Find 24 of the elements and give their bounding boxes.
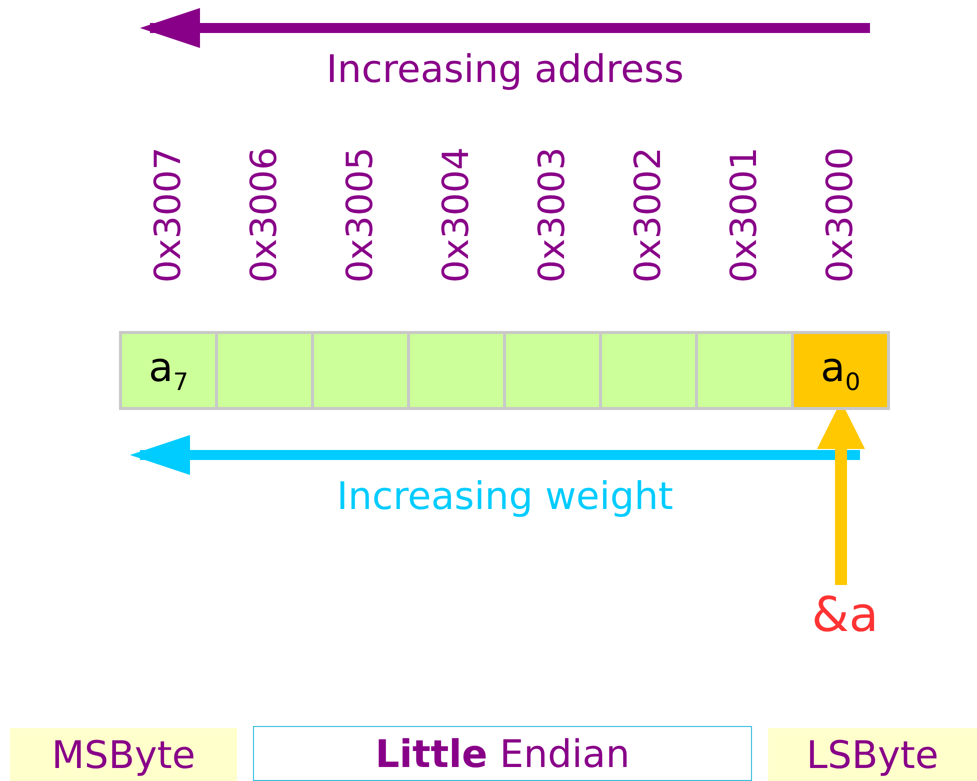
memory-cell bbox=[791, 331, 890, 410]
memory-cell bbox=[119, 331, 218, 410]
title-band: Little Endian bbox=[253, 726, 752, 781]
memory-cell bbox=[695, 331, 794, 410]
address-label: 0x3000 bbox=[821, 146, 861, 285]
address-label: 0x3003 bbox=[533, 146, 573, 285]
address-label: 0x3001 bbox=[725, 146, 765, 285]
byte-label: MSByte bbox=[10, 728, 237, 781]
direction-label: Increasing address bbox=[325, 46, 685, 93]
memory-cell bbox=[311, 331, 410, 410]
variable-label: a$_{7}$ bbox=[148, 345, 188, 396]
pointer-label: &a bbox=[800, 585, 890, 645]
address-label: 0x3004 bbox=[437, 146, 477, 285]
address-label: 0x3005 bbox=[341, 146, 381, 285]
address-label: 0x3007 bbox=[149, 146, 189, 285]
memory-cell bbox=[407, 331, 506, 410]
variable-label: a$_{0}$ bbox=[820, 345, 860, 396]
memory-cell bbox=[599, 331, 698, 410]
memory-cell bbox=[215, 331, 314, 410]
byte-label: LSByte bbox=[768, 728, 977, 781]
address-label: 0x3006 bbox=[245, 146, 285, 285]
memory-cell bbox=[503, 331, 602, 410]
address-label: 0x3002 bbox=[629, 146, 669, 285]
direction-label: Increasing weight bbox=[336, 473, 674, 520]
